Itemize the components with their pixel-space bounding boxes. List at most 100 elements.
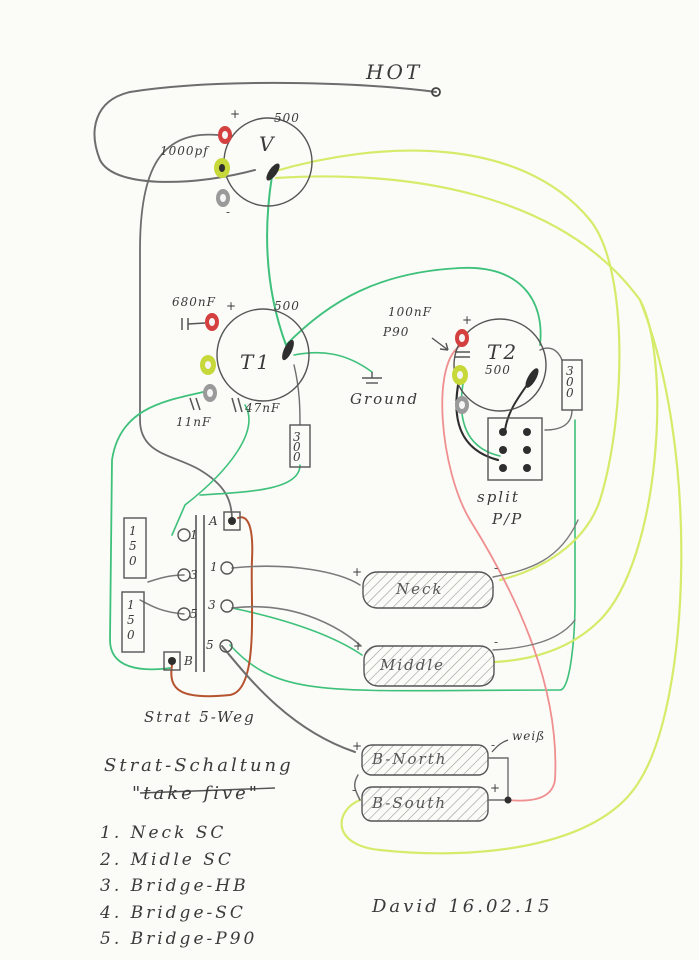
gray-wire-middle <box>231 605 361 646</box>
volume-plus: + <box>230 107 242 121</box>
t2-plus: + <box>462 313 474 327</box>
hot-label: HOT <box>366 60 423 84</box>
split-label-2: P/P <box>492 510 524 528</box>
gray-wire-north <box>221 645 356 753</box>
south-minus: - <box>352 783 358 797</box>
weiss-label: weiß <box>512 729 546 743</box>
green-wire-resistor-down <box>199 464 301 496</box>
cap-47nf-symbol <box>231 397 243 413</box>
legend-item: 1. Neck SC <box>100 823 227 843</box>
five-way-switch <box>163 511 241 672</box>
north-minus: - <box>491 738 497 752</box>
legend-item: 4. Bridge-SC <box>100 902 246 923</box>
switch-caption: Strat 5-Weg <box>144 708 256 726</box>
t2-pot-letter: T2 <box>487 340 520 364</box>
switch-resistor-top <box>123 517 147 579</box>
ground-label: Ground <box>350 390 420 408</box>
t1-pot <box>216 308 310 402</box>
t2-pot-value: 500 <box>485 363 511 377</box>
switch-right-3: 3 <box>208 598 217 612</box>
t2-terminals <box>431 329 470 414</box>
neck-plus: + <box>352 565 364 579</box>
north-plus: + <box>352 739 364 753</box>
legend-item: 5. Bridge-P90 <box>100 929 258 949</box>
switch-resistor-bottom-value: 150 <box>127 598 135 642</box>
gray-wire-south <box>353 774 361 801</box>
p90-note: P90 <box>383 325 410 339</box>
red-wire <box>441 344 557 802</box>
author-date: David 16.02.15 <box>372 896 553 917</box>
brown-wire <box>170 516 254 698</box>
switch-resistor-bottom <box>121 591 145 653</box>
switch-lug-right-5 <box>219 639 233 653</box>
t2-lead-wire <box>455 373 500 462</box>
volume-to-switch-wire <box>139 133 233 521</box>
volume-pot-letter: V <box>259 132 277 156</box>
south-plus: + <box>490 781 502 795</box>
gray-wire-neck <box>231 565 361 586</box>
t1-pot-letter: T1 <box>240 350 273 374</box>
yellow-wire-volume-right1 <box>270 149 621 582</box>
switch-right-1: 1 <box>210 560 219 574</box>
pickup-bridge-north <box>361 744 489 776</box>
volume-cap-label: 1000pf <box>160 144 209 158</box>
title-line-2: "take five" <box>132 783 261 804</box>
ground-wire <box>293 351 373 373</box>
neck-minus: - <box>494 561 500 575</box>
pickup-bridge-south <box>361 786 489 822</box>
green-wire-switch-bottom <box>229 419 576 692</box>
ground-symbol <box>362 372 382 384</box>
switch-label-a: A <box>209 514 219 528</box>
switch-lug-right-3 <box>220 599 234 613</box>
t1-pot-value: 500 <box>274 299 300 313</box>
green-wire-switch-middle <box>231 607 363 656</box>
green-wire-volume-t1 <box>266 175 287 346</box>
t1-cap-680-label: 680nF <box>172 295 216 309</box>
switch-lug-b <box>163 651 181 671</box>
pickup-south-label: B-South <box>372 794 448 812</box>
t1-resistor <box>289 424 311 468</box>
switch-resistor-top-value: 150 <box>129 524 137 568</box>
t1-cap-47-label: 47nF <box>245 401 281 415</box>
volume-terminals <box>214 126 232 207</box>
neck-minus-wire <box>492 519 579 578</box>
green-wire-t1-left <box>109 389 213 671</box>
switch-lug-left-5 <box>177 607 191 621</box>
p90-arrow <box>431 337 449 351</box>
split-label-1: split <box>477 488 520 506</box>
weiss-arrow <box>491 739 509 753</box>
volume-minus: - <box>226 205 232 219</box>
switch-right-5: 5 <box>206 638 215 652</box>
t1-resistor-link <box>293 364 301 426</box>
t1-plus: + <box>226 299 238 313</box>
title-line-1: Strat-Schaltung <box>104 755 294 776</box>
volume-pot-lug <box>266 163 280 181</box>
cap-11nf-symbol <box>189 397 201 411</box>
green-wire-t1-resistor <box>171 404 250 536</box>
t1-resistor-value: 300 <box>293 430 301 464</box>
cap-680nf-symbol <box>181 318 206 330</box>
switch-left-1: 1 <box>190 528 199 542</box>
split-switch <box>487 417 543 481</box>
middle-minus-wire <box>492 619 576 651</box>
title-underline <box>139 787 276 794</box>
pickup-middle-label: Middle <box>380 656 446 674</box>
middle-minus: - <box>494 635 500 649</box>
switch-lug-left-3 <box>177 568 191 582</box>
hot-tip <box>431 87 441 97</box>
switch-left-3: 3 <box>190 568 199 582</box>
t1-terminals <box>181 313 243 413</box>
yellow-wire-volume-right2 <box>274 175 659 664</box>
t2-resistor <box>561 359 583 411</box>
green-wire-t1-t2 <box>285 267 542 346</box>
switch-label-b: B <box>184 654 194 668</box>
yellow-wire-bottom-loop <box>340 298 683 855</box>
pickup-north-label: B-North <box>372 750 448 768</box>
pickup-neck <box>362 571 494 609</box>
switch-left-5: 5 <box>190 607 199 621</box>
t2-pot-lug <box>525 368 539 388</box>
switch-lug-right-1 <box>220 561 234 575</box>
t1-cap-11-label: 11nF <box>176 415 212 429</box>
